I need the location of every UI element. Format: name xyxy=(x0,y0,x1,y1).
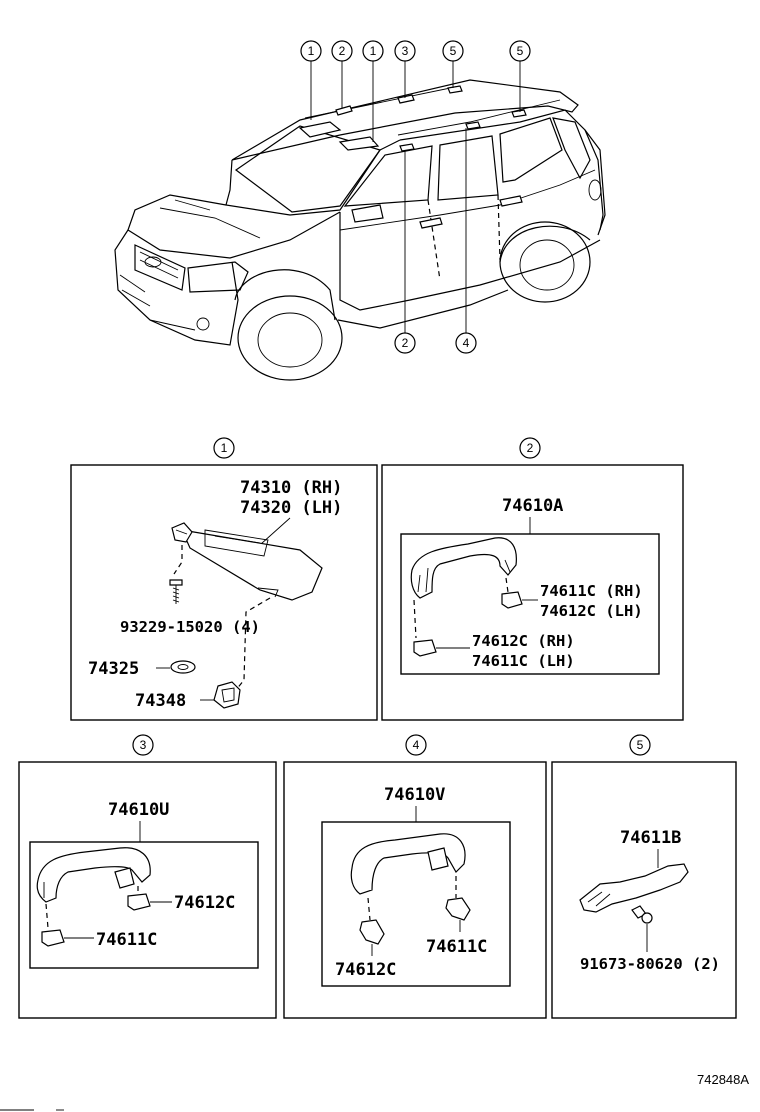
section-4-number: 4 xyxy=(413,738,420,752)
section-1-number: 1 xyxy=(221,441,228,455)
section-5-box xyxy=(551,761,737,1019)
vehicle-callout-2a: 2 xyxy=(331,40,353,62)
svg-text:2: 2 xyxy=(402,336,409,350)
section-5-number: 5 xyxy=(637,738,644,752)
vehicle-callout-1b: 1 xyxy=(362,40,384,62)
section-2-inner-box xyxy=(400,533,660,675)
assist-grip-icon xyxy=(350,833,466,895)
grip-clip-left-icon xyxy=(359,919,385,945)
part-74610V: 74610V xyxy=(384,785,445,805)
vehicle-callout-5a: 5 xyxy=(442,40,464,62)
part-74610U: 74610U xyxy=(108,800,169,820)
svg-text:3: 3 xyxy=(402,44,409,58)
svg-text:5: 5 xyxy=(517,44,524,58)
vehicle-callout-3: 3 xyxy=(394,40,416,62)
part-74348: 74348 xyxy=(135,691,186,711)
section-4: 4 74610V 74612C 74611C xyxy=(283,734,547,1019)
screw-icon xyxy=(169,579,183,604)
section-2-number: 2 xyxy=(527,441,534,455)
grip-cover-icon xyxy=(41,929,65,947)
section-3-inner-box xyxy=(29,841,259,969)
part-74612C-lh: 74612C (LH) xyxy=(540,602,643,620)
grip-cover-left-icon xyxy=(413,639,437,657)
vehicle-callout-2b: 2 xyxy=(394,332,416,354)
section-4-inner-box xyxy=(321,821,511,987)
vehicle-callout-1a: 1 xyxy=(300,40,322,62)
section-3: 3 74610U 74612C 74611C xyxy=(18,734,277,1019)
assist-grip-icon xyxy=(36,847,151,903)
svg-text:5: 5 xyxy=(450,44,457,58)
part-93229-15020: 93229-15020 (4) xyxy=(120,618,260,636)
vehicle-callout-4: 4 xyxy=(455,332,477,354)
part-74611C-rh: 74611C (RH) xyxy=(540,582,643,600)
part-74612C: 74612C xyxy=(174,893,235,913)
section-2-box xyxy=(381,464,684,721)
part-91673-80620: 91673-80620 (2) xyxy=(580,955,720,973)
sun-visor-icon xyxy=(171,522,323,601)
part-74612C-rh: 74612C (RH) xyxy=(472,632,575,650)
svg-text:1: 1 xyxy=(308,44,315,58)
part-74610A: 74610A xyxy=(502,496,563,516)
part-74611C: 74611C xyxy=(96,930,157,950)
svg-text:4: 4 xyxy=(463,336,470,350)
assist-grip-icon xyxy=(410,537,517,599)
part-74310: 74310 (RH) xyxy=(240,478,342,498)
section-3-box xyxy=(18,761,277,1019)
vehicle-callout-leaders xyxy=(310,61,521,333)
part-74325: 74325 xyxy=(88,659,139,679)
part-74320: 74320 (LH) xyxy=(240,498,342,518)
part-74612C: 74612C xyxy=(335,960,396,980)
part-74611C: 74611C xyxy=(426,937,487,957)
part-74611B: 74611B xyxy=(620,828,681,848)
screw-icon xyxy=(631,905,653,924)
grip-cover-icon xyxy=(127,893,151,911)
washer-icon xyxy=(170,660,196,674)
grip-clip-right-icon xyxy=(445,897,471,921)
assist-grip-icon xyxy=(579,863,689,913)
vehicle-callout-5b: 5 xyxy=(509,40,531,62)
svg-text:2: 2 xyxy=(339,44,346,58)
grip-cover-right-icon xyxy=(501,591,523,609)
part-74611C-lh: 74611C (LH) xyxy=(472,652,575,670)
section-1: 1 74310 (RH) 74320 (LH) 93229-15020 (4) xyxy=(70,437,378,721)
section-3-number: 3 xyxy=(140,738,147,752)
section-1-box xyxy=(70,464,378,721)
figure-reference: 742848A xyxy=(697,1072,749,1087)
svg-text:1: 1 xyxy=(370,44,377,58)
visor-holder-clip-icon xyxy=(213,681,241,709)
section-2: 2 74610A 74611C (RH) 74612C (LH) 74612C … xyxy=(381,437,684,721)
section-4-box xyxy=(283,761,547,1019)
suv-vehicle-illustration xyxy=(114,79,606,381)
section-5: 5 74611B 91673-80620 (2) xyxy=(551,734,737,1019)
